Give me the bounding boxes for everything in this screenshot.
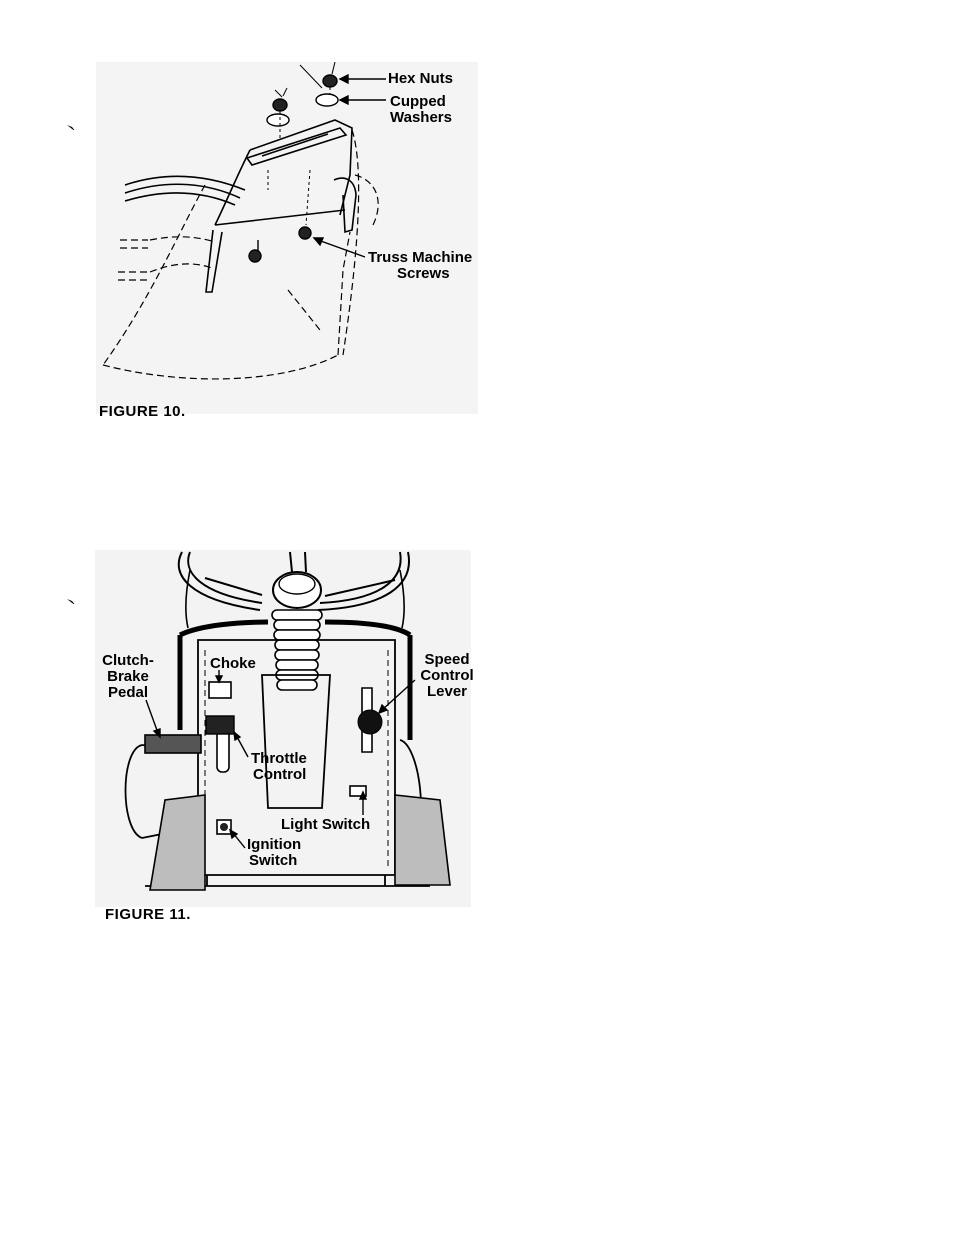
speed-control-lever-label-line2: Control [412, 668, 482, 684]
clutch-brake-pedal-label-line2: Brake [93, 669, 163, 685]
cupped-washers-label-line1: Cupped [390, 94, 446, 110]
clutch-brake-pedal-label-line3: Pedal [93, 685, 163, 701]
throttle-control-label-line1: Throttle [251, 751, 307, 767]
clutch-brake-pedal-label-line1: Clutch- [93, 653, 163, 669]
truss-machine-screws-label-line1: Truss Machine [368, 250, 472, 266]
cupped-washers-label-line2: Washers [390, 110, 452, 126]
speed-control-lever-label-line3: Lever [412, 684, 482, 700]
light-switch-label: Light Switch [281, 817, 370, 833]
truss-machine-screws-label-line2: Screws [397, 266, 450, 282]
figure-11: Clutch- Brake Pedal Choke Speed Control … [0, 540, 954, 940]
choke-label: Choke [210, 656, 256, 672]
ignition-switch-label-line1: Ignition [247, 837, 301, 853]
ignition-switch-label-line2: Switch [249, 853, 297, 869]
figure-11-caption: FIGURE 11. [105, 906, 191, 923]
speed-control-lever-label-line1: Speed [412, 652, 482, 668]
figure-10-caption: FIGURE 10. [99, 403, 186, 420]
figure-10-illustration [0, 0, 954, 430]
figure-11-illustration [0, 540, 954, 940]
figure-10: Hex Nuts Cupped Washers Truss Machine Sc… [0, 0, 954, 430]
hex-nuts-label: Hex Nuts [388, 71, 453, 87]
throttle-control-label-line2: Control [253, 767, 306, 783]
